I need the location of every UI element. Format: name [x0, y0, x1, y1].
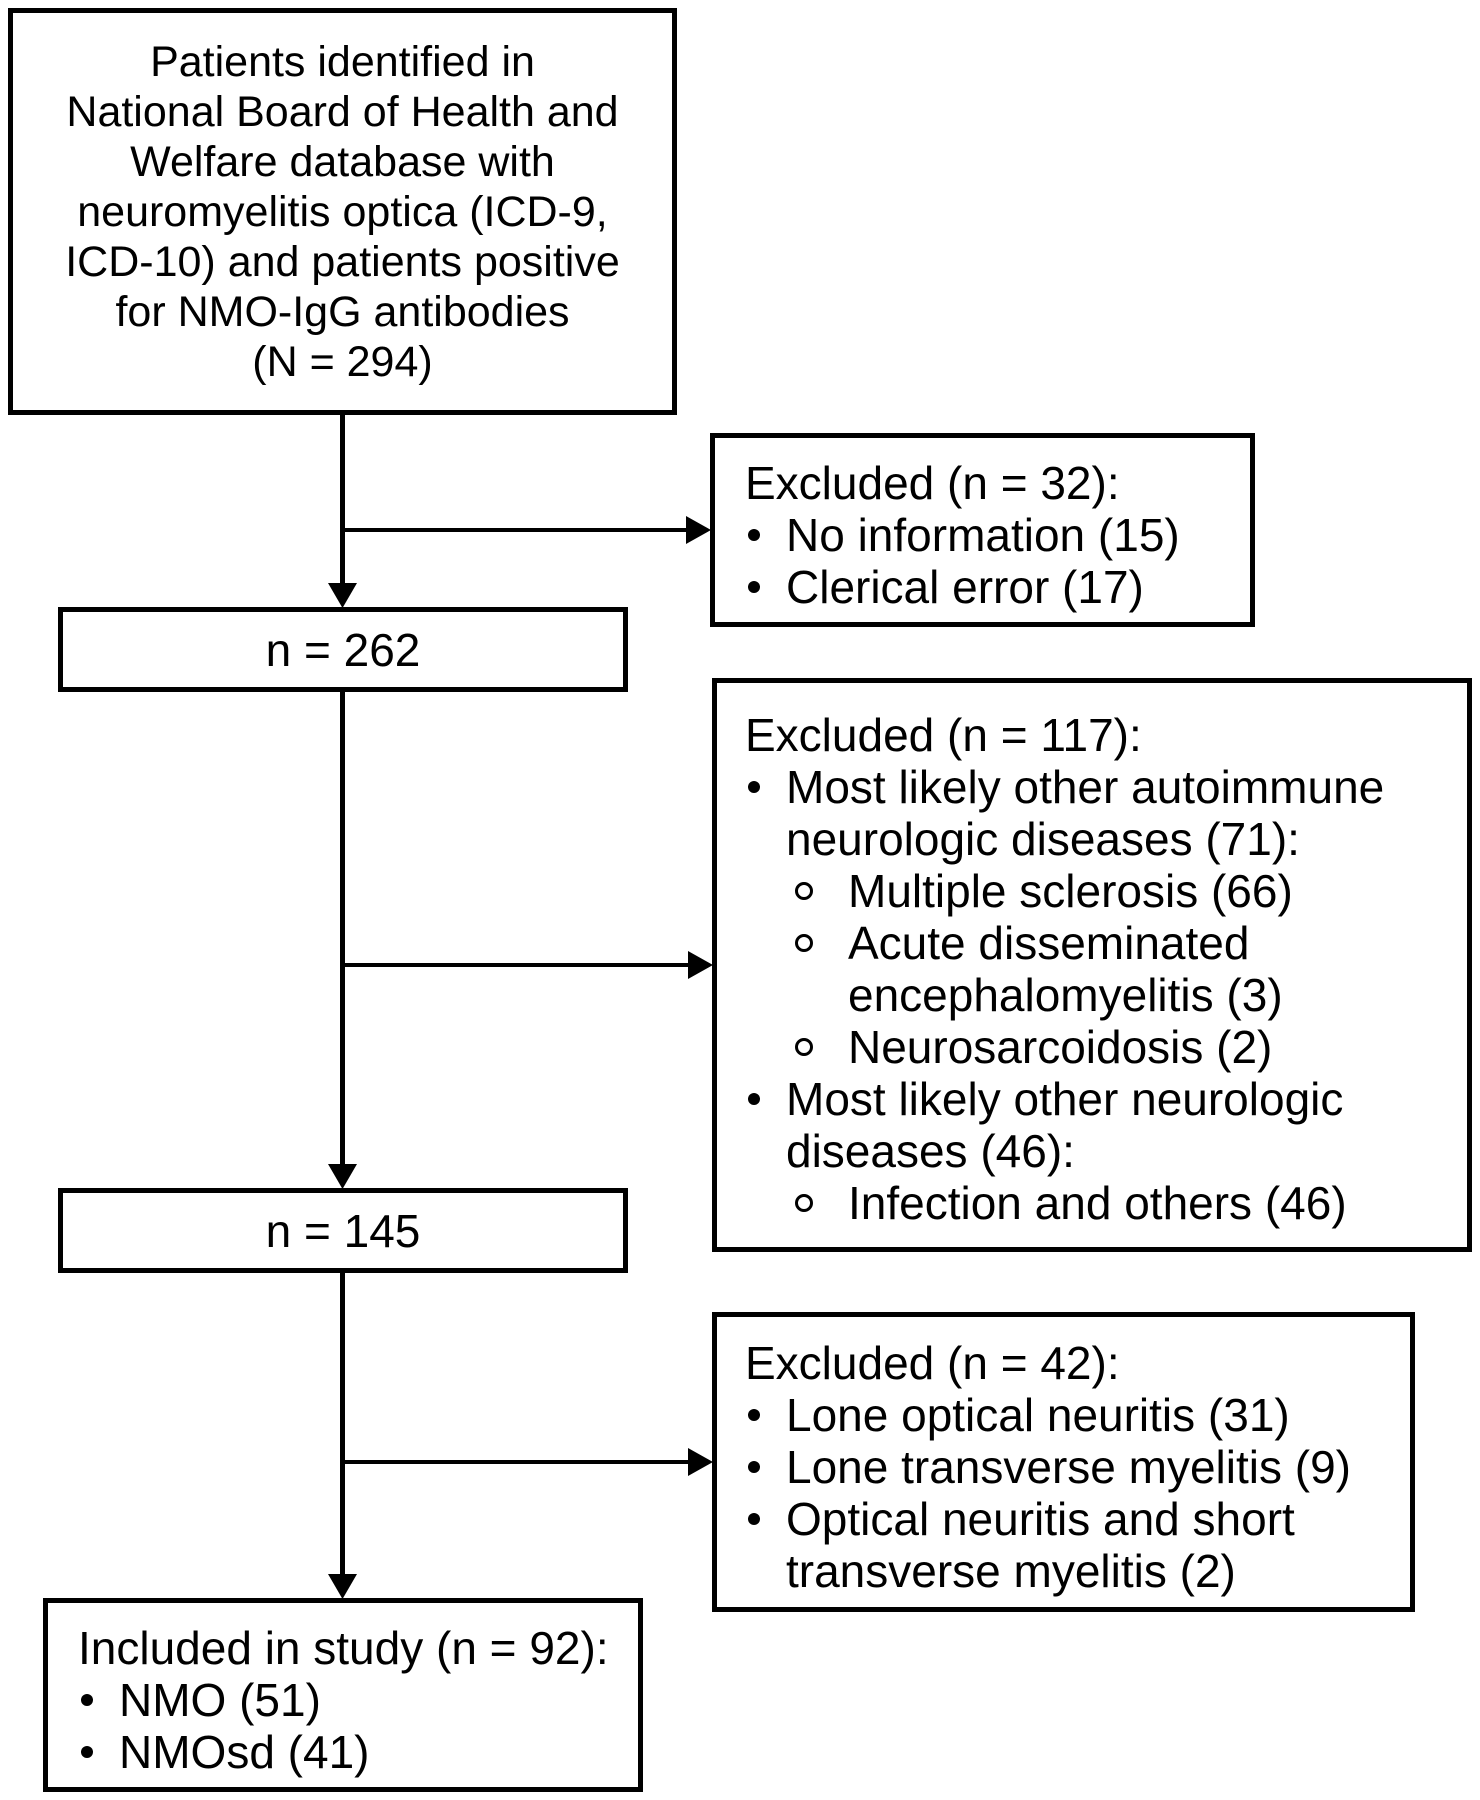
bullet-icon: [748, 1409, 760, 1421]
text-line: neuromyelitis optica (ICD-9,: [77, 187, 608, 236]
list-item: Most likely other autoimmune neurologic …: [745, 761, 1439, 865]
arrowhead-down-n145: [328, 1164, 357, 1189]
circle-bullet-icon: [795, 1038, 813, 1056]
arrowhead-right-excluded1: [686, 516, 711, 544]
text-line: Patients identified in: [150, 37, 535, 86]
bullet-icon: [748, 581, 760, 593]
list-item: Neurosarcoidosis (2): [745, 1021, 1439, 1073]
text-line: ICD-10) and patients positive: [65, 237, 620, 286]
bullet-icon: [748, 529, 760, 541]
circle-bullet-icon: [795, 1194, 813, 1212]
excluded-box-1: Excluded (n = 32): No information (15) C…: [710, 433, 1255, 627]
list-item: Clerical error (17): [745, 561, 1232, 613]
excluded-box-3: Excluded (n = 42): Lone optical neuritis…: [712, 1312, 1415, 1612]
list-item-text: NMOsd (41): [119, 1726, 370, 1778]
list-item: Acute disseminated encephalomyelitis (3): [745, 917, 1439, 1021]
circle-bullet-icon: [795, 934, 813, 952]
excluded-1-heading: Excluded (n = 32):: [745, 457, 1120, 509]
list-item-text: Most likely other neurologic diseases (4…: [786, 1073, 1344, 1177]
list-item: Multiple sclerosis (66): [745, 865, 1439, 917]
text-line: Welfare database with: [130, 137, 555, 186]
bullet-icon: [748, 1093, 760, 1105]
count-box-262: n = 262: [58, 607, 628, 692]
excluded-3-heading: Excluded (n = 42):: [745, 1337, 1120, 1389]
bullet-icon: [748, 1461, 760, 1473]
list-item: NMOsd (41): [78, 1726, 626, 1778]
bullet-icon: [81, 1694, 93, 1706]
list-item-text: Neurosarcoidosis (2): [848, 1021, 1273, 1073]
list-item-text: Acute disseminated encephalomyelitis (3): [848, 917, 1283, 1021]
text-line: National Board of Health and: [66, 87, 619, 136]
list-item-text: NMO (51): [119, 1674, 321, 1726]
bullet-icon: [748, 781, 760, 793]
arrowhead-down-included: [328, 1574, 357, 1599]
list-item: Optical neuritis and short transverse my…: [745, 1493, 1388, 1597]
text-line: (N = 294): [252, 337, 433, 386]
bullet-icon: [748, 1513, 760, 1525]
arrowhead-right-excluded3: [688, 1448, 713, 1476]
list-item: Lone transverse myelitis (9): [745, 1441, 1388, 1493]
circle-bullet-icon: [795, 882, 813, 900]
list-item-text: Most likely other autoimmune neurologic …: [786, 761, 1385, 865]
excluded-box-2: Excluded (n = 117): Most likely other au…: [712, 678, 1472, 1252]
included-box: Included in study (n = 92): NMO (51) NMO…: [43, 1598, 643, 1792]
list-item-text: Infection and others (46): [848, 1177, 1347, 1229]
list-item-text: Optical neuritis and short transverse my…: [786, 1493, 1295, 1597]
list-item-text: Lone transverse myelitis (9): [786, 1441, 1351, 1493]
text-line: for NMO-IgG antibodies: [115, 287, 570, 336]
list-item: No information (15): [745, 509, 1232, 561]
bullet-icon: [81, 1746, 93, 1758]
list-item-text: Multiple sclerosis (66): [848, 865, 1293, 917]
list-item: NMO (51): [78, 1674, 626, 1726]
arrowhead-right-excluded2: [688, 951, 713, 979]
list-item-text: Lone optical neuritis (31): [786, 1389, 1290, 1441]
list-item: Lone optical neuritis (31): [745, 1389, 1388, 1441]
list-item: Most likely other neurologic diseases (4…: [745, 1073, 1439, 1177]
included-heading: Included in study (n = 92):: [78, 1622, 609, 1674]
list-item-text: Clerical error (17): [786, 561, 1144, 613]
list-item-text: No information (15): [786, 509, 1180, 561]
count-box-145: n = 145: [58, 1188, 628, 1273]
arrowhead-down-n262: [328, 583, 357, 608]
list-item: Infection and others (46): [745, 1177, 1439, 1229]
excluded-2-heading: Excluded (n = 117):: [745, 709, 1142, 761]
